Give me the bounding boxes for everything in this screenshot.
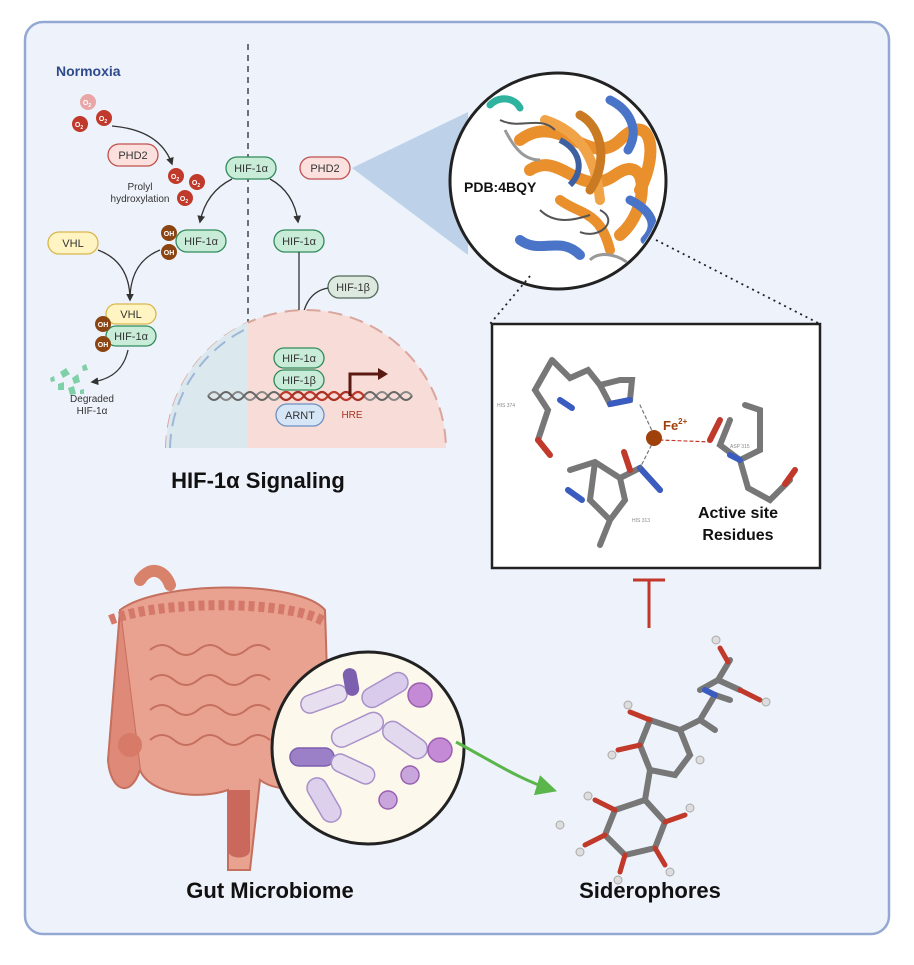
gut-icon bbox=[106, 565, 332, 871]
vhl-complex-pill bbox=[105, 303, 157, 325]
prolyl-label: Prolyl bbox=[127, 182, 152, 193]
his313-label: HIS 313 bbox=[632, 518, 650, 524]
nucleus-hif-b-label: HIF-1β bbox=[282, 375, 316, 387]
o2-labels: O2 O2 O2 O2 O2 O2 bbox=[75, 100, 200, 205]
oh-label-1: OH bbox=[164, 231, 175, 238]
inhibition-bar-icon bbox=[633, 578, 665, 628]
svg-text:O2: O2 bbox=[99, 116, 107, 125]
degradation-arrow bbox=[90, 349, 129, 386]
microbiome-to-siderophore-arrow bbox=[455, 740, 558, 796]
hre-label: HRE bbox=[341, 410, 362, 421]
hif-right-label: HIF-1α bbox=[282, 236, 317, 248]
svg-text:O2: O2 bbox=[83, 100, 91, 109]
leader-line-left bbox=[489, 275, 531, 325]
vhl-pill bbox=[47, 231, 99, 255]
hif-beta-label: HIF-1β bbox=[336, 282, 370, 294]
complex-oh-label-2: OH bbox=[98, 342, 109, 349]
zoom-projection bbox=[352, 112, 468, 255]
arnt-label: ARNT bbox=[285, 410, 315, 422]
pdb-label: PDB:4BQY bbox=[464, 179, 537, 195]
asp315-label: ASP 315 bbox=[730, 444, 750, 450]
phd2-left-label: PHD2 bbox=[118, 150, 147, 162]
hif-left-arrow bbox=[197, 178, 233, 224]
complex-oh-label-1: OH bbox=[98, 322, 109, 329]
nucleus-hif-b-pill bbox=[273, 369, 325, 391]
siderophores-label: Siderophores bbox=[579, 878, 721, 903]
hif-top-pill bbox=[225, 156, 277, 180]
oh-label-2: OH bbox=[164, 250, 175, 257]
svg-text:O2: O2 bbox=[192, 180, 200, 189]
active-site-caption-2: Residues bbox=[702, 527, 773, 544]
phd2-right-pill bbox=[299, 156, 351, 180]
iron-ion-icon bbox=[646, 430, 662, 446]
svg-text:O2: O2 bbox=[171, 174, 179, 183]
fe-label: Fe2+ bbox=[663, 417, 688, 433]
o2-arrow bbox=[111, 125, 174, 166]
protein-structure-icon bbox=[448, 71, 668, 291]
hif-merge-line bbox=[126, 249, 161, 302]
his374-label: HIS 374 bbox=[497, 403, 515, 409]
hif-oh-label: HIF-1α bbox=[184, 236, 219, 248]
siderophore-molecule-icon bbox=[582, 645, 763, 875]
active-site-residues bbox=[531, 357, 798, 548]
normoxia-label: Normoxia bbox=[56, 63, 121, 79]
transcription-arrow-icon bbox=[348, 372, 380, 396]
hif-complex-pill bbox=[105, 325, 157, 347]
svg-text:O2: O2 bbox=[75, 122, 83, 131]
leader-line-right bbox=[655, 239, 821, 325]
hif-top-label: HIF-1α bbox=[234, 163, 269, 175]
transcription-arrowhead bbox=[378, 368, 388, 380]
nucleus-hif-a-pill bbox=[273, 347, 325, 369]
complex-oh-icon bbox=[95, 336, 111, 352]
vhl-complex-label: VHL bbox=[120, 309, 141, 321]
degraded-fragments-icon bbox=[50, 364, 88, 395]
hydroxyl-icon bbox=[161, 225, 177, 260]
complex-oh-icon bbox=[95, 316, 111, 332]
protein-ribbons bbox=[486, 95, 657, 267]
degraded-label-1: Degraded bbox=[70, 394, 114, 405]
nucleus-hif-a-label: HIF-1α bbox=[282, 353, 317, 365]
degraded-label-2: HIF-1α bbox=[77, 406, 108, 417]
hif-complex-label: HIF-1α bbox=[114, 331, 149, 343]
dna-strand bbox=[207, 390, 413, 402]
arnt-pill bbox=[275, 403, 325, 427]
o2-molecule-icon bbox=[72, 94, 205, 206]
active-site-caption-1: Active site bbox=[698, 505, 778, 522]
bacteria-cells bbox=[289, 668, 453, 823]
vhl-label: VHL bbox=[62, 238, 83, 250]
svg-text:O2: O2 bbox=[180, 196, 188, 205]
gut-microbiome-label: Gut Microbiome bbox=[186, 878, 353, 903]
phd2-left-pill bbox=[107, 143, 159, 167]
signaling-title: HIF-1α Signaling bbox=[171, 468, 345, 493]
hydrogen-atoms bbox=[555, 635, 771, 885]
hif-beta-pill bbox=[327, 275, 379, 299]
phd2-right-label: PHD2 bbox=[310, 163, 339, 175]
hif-oh-pill bbox=[175, 229, 227, 253]
hydroxylation-label: hydroxylation bbox=[111, 194, 170, 205]
hif-right-arrow bbox=[269, 178, 302, 224]
